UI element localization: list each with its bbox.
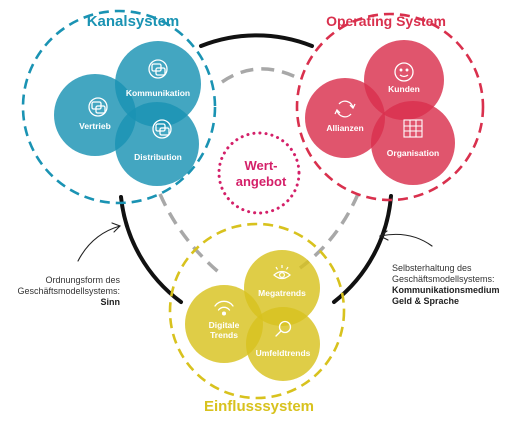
left-note-arrow bbox=[77, 225, 121, 262]
umfeldtrends-label: Umfeldtrends bbox=[256, 348, 311, 358]
digitale-trends-label-line-1: Digitale bbox=[209, 320, 240, 330]
kunden-label: Kunden bbox=[388, 84, 420, 94]
wertangebot-line-1: Wert- bbox=[245, 158, 278, 173]
left-note: Ordnungsform des Geschäftsmodellsystems:… bbox=[10, 275, 120, 308]
kunden-circle bbox=[364, 40, 444, 120]
outer-ring-left-arc bbox=[119, 195, 183, 304]
right-note-bold-1: Kommunikationsmedium bbox=[392, 285, 500, 295]
dashed-link-top bbox=[221, 67, 299, 84]
outer-ring-right-arc bbox=[332, 194, 393, 304]
left-note-bold: Sinn bbox=[100, 297, 121, 307]
digitale-trends-circle bbox=[185, 285, 263, 363]
outer-ring-top-arc bbox=[199, 33, 314, 48]
kommunikation-label: Kommunikation bbox=[126, 88, 190, 98]
umfeldtrends-circle bbox=[246, 307, 320, 381]
right-note-line-2: Geschäftsmodellsystems: bbox=[392, 274, 495, 284]
operating-system-title: Operating System bbox=[326, 13, 446, 29]
chat-bubbles-icon bbox=[88, 97, 108, 117]
outer-ring bbox=[119, 33, 393, 304]
kommunikation-circle bbox=[115, 41, 201, 127]
eye-icon bbox=[273, 265, 291, 280]
operating-system-group: Kunden Allianzen Organisation Operating … bbox=[295, 12, 485, 202]
wifi-icon bbox=[214, 300, 234, 316]
einflusssystem-group: Megatrends Digitale Trends Umfeldtrends … bbox=[168, 222, 346, 415]
einflusssystem-title: Einflusssystem bbox=[204, 398, 314, 415]
kanalsystem-group: Kommunikation Vertrieb Distribution Kana… bbox=[21, 9, 217, 205]
organisation-circle bbox=[371, 101, 455, 185]
dashed-link-left bbox=[158, 193, 224, 277]
operating-system-boundary bbox=[295, 12, 485, 202]
digitale-trends-label-line-2: Trends bbox=[210, 330, 238, 340]
right-note-line-1: Selbsterhaltung des bbox=[392, 263, 472, 273]
distribution-label: Distribution bbox=[134, 152, 182, 162]
wertangebot-group: Wert- angebot bbox=[217, 131, 301, 215]
chat-bubbles-icon bbox=[148, 59, 168, 79]
kanalsystem-boundary bbox=[21, 9, 217, 205]
kanalsystem-title: Kanalsystem bbox=[87, 13, 180, 30]
allianzen-label: Allianzen bbox=[326, 123, 363, 133]
organisation-label: Organisation bbox=[387, 148, 439, 158]
left-note-line-1: Ordnungsform des bbox=[45, 275, 120, 285]
left-note-line-2: Geschäftsmodellsystems: bbox=[17, 286, 120, 296]
allianzen-circle bbox=[305, 78, 385, 158]
customer-face-icon bbox=[394, 62, 414, 82]
dashed-link-right bbox=[298, 193, 360, 270]
wertangebot-line-2: angebot bbox=[236, 174, 287, 189]
right-note-arrow bbox=[379, 233, 433, 247]
right-note: Selbsterhaltung des Geschäftsmodellsyste… bbox=[392, 263, 518, 307]
chat-bubbles-icon bbox=[152, 119, 172, 139]
distribution-circle bbox=[115, 102, 199, 186]
right-note-bold-2: Geld & Sprache bbox=[392, 296, 460, 306]
magnifier-icon bbox=[275, 320, 292, 337]
einflusssystem-boundary bbox=[168, 222, 346, 400]
alliance-arrows-icon bbox=[334, 100, 356, 118]
annotation-arrows bbox=[77, 222, 433, 262]
megatrends-circle bbox=[244, 250, 320, 326]
vertrieb-label: Vertrieb bbox=[79, 121, 111, 131]
wertangebot-boundary bbox=[217, 131, 301, 215]
megatrends-label: Megatrends bbox=[258, 288, 306, 298]
building-icon bbox=[403, 119, 423, 138]
